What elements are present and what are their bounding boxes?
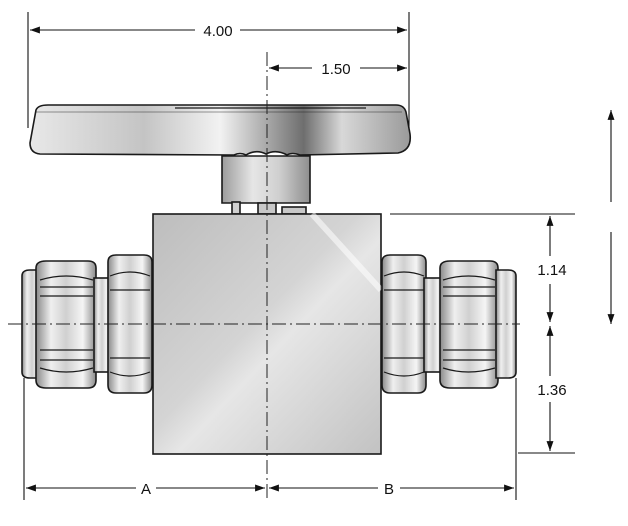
- port-b-label: B: [384, 481, 394, 498]
- upper-height-label: 1.14: [537, 262, 566, 279]
- dimension-overall-width: 4.00: [27, 12, 410, 128]
- dimension-handle-offset: 1.50: [269, 61, 407, 78]
- handle-offset-label: 1.50: [321, 61, 350, 78]
- port-a-label: A: [141, 481, 151, 498]
- dimension-ports: A B: [23, 378, 517, 500]
- lower-height-label: 1.36: [537, 382, 566, 399]
- stem: [221, 155, 311, 215]
- handle: [29, 104, 412, 156]
- overall-width-label: 4.00: [203, 23, 232, 40]
- dimension-heights: 1.14 1.36: [390, 213, 575, 454]
